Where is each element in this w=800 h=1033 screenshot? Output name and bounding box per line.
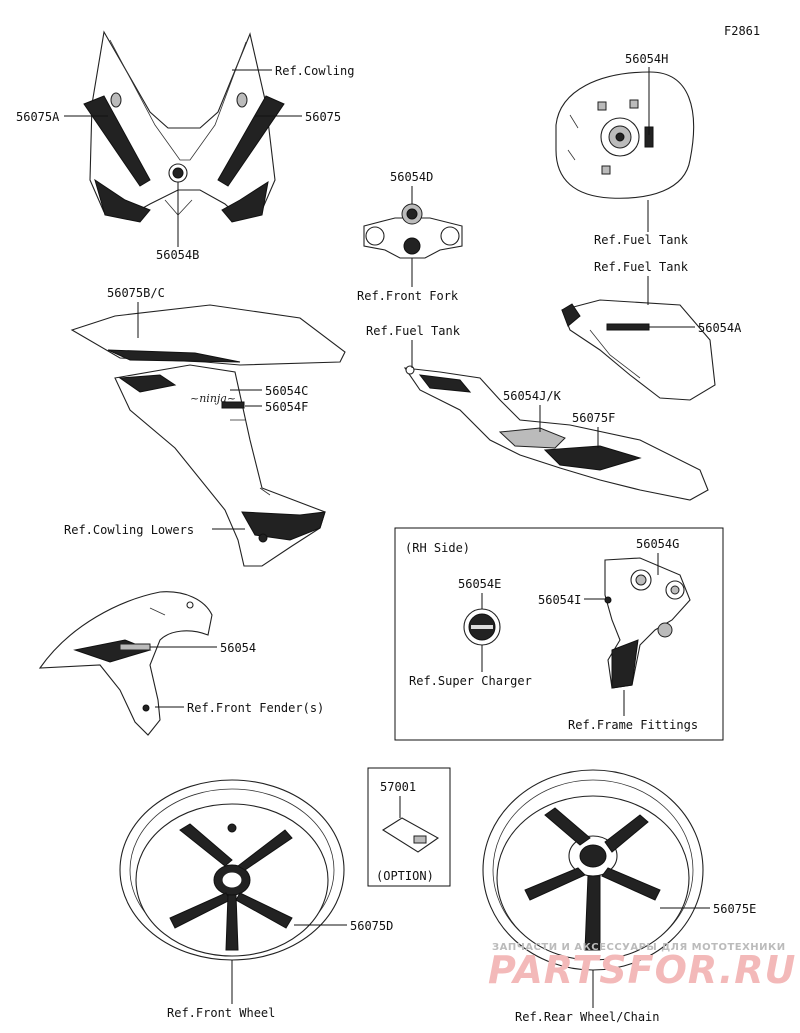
side-cowling-drawing: ~ninja~ xyxy=(70,304,346,567)
label-56054G: 56054G xyxy=(636,537,679,551)
figure-id: F2861 xyxy=(724,24,760,38)
front-fork-bracket-drawing xyxy=(363,203,463,259)
label-57001: 57001 xyxy=(380,780,416,794)
label-ref-fuel-tank-1: Ref.Fuel Tank xyxy=(594,233,689,247)
label-ref-frame-fittings: Ref.Frame Fittings xyxy=(568,718,698,732)
label-56075D: 56075D xyxy=(350,919,393,933)
label-56075E: 56075E xyxy=(713,902,756,916)
fuel-tank-top-drawing xyxy=(555,71,695,199)
label-56054D: 56054D xyxy=(390,170,433,184)
label-ref-front-wheel: Ref.Front Wheel xyxy=(167,1006,275,1020)
label-option: (OPTION) xyxy=(376,869,434,883)
label-rh-side: (RH Side) xyxy=(405,541,470,555)
label-ref-fuel-tank-3: Ref.Fuel Tank xyxy=(366,324,461,338)
label-ref-rear-wheel: Ref.Rear Wheel/Chain xyxy=(515,1010,660,1024)
rh-side-box xyxy=(394,527,724,741)
super-charger-cover-drawing xyxy=(463,608,501,646)
label-ref-fuel-tank-2: Ref.Fuel Tank xyxy=(594,260,689,274)
label-56054E: 56054E xyxy=(458,577,501,591)
frame-fitting-drawing xyxy=(604,557,691,689)
label-56054I: 56054I xyxy=(538,593,581,607)
label-56075BC: 56075B/C xyxy=(107,286,165,300)
label-ref-front-fenders: Ref.Front Fender(s) xyxy=(187,701,324,715)
label-56054JK: 56054J/K xyxy=(503,389,562,403)
fuel-tank-side-drawing xyxy=(561,299,716,401)
seat-cowl-drawing xyxy=(403,365,709,501)
label-56054F: 56054F xyxy=(265,400,308,414)
front-wheel-drawing xyxy=(119,779,345,961)
label-ref-cowling: Ref.Cowling xyxy=(275,64,354,78)
label-56054B: 56054B xyxy=(156,248,199,262)
watermark-tagline: ЗАПЧАСТИ И АКСЕССУАРЫ ДЛЯ МОТОТЕХНИКИ xyxy=(492,942,786,953)
label-56054: 56054 xyxy=(220,641,256,655)
upper-cowling-drawing xyxy=(83,30,285,223)
label-ref-front-fork: Ref.Front Fork xyxy=(357,289,459,303)
option-decal-kit-drawing xyxy=(381,817,440,853)
watermark-logo: PARTSFOR.RU xyxy=(488,948,796,992)
label-ref-super-charger: Ref.Super Charger xyxy=(409,674,532,688)
label-56054H: 56054H xyxy=(625,52,668,66)
option-box xyxy=(367,767,451,887)
label-56054A: 56054A xyxy=(698,321,742,335)
label-56075: 56075 xyxy=(305,110,341,124)
label-ref-cowling-lowers: Ref.Cowling Lowers xyxy=(64,523,194,537)
label-56054C: 56054C xyxy=(265,384,308,398)
label-56075F: 56075F xyxy=(572,411,615,425)
rear-wheel-drawing xyxy=(482,769,704,971)
label-56075A: 56075A xyxy=(16,110,60,124)
front-fender-drawing xyxy=(38,591,213,736)
